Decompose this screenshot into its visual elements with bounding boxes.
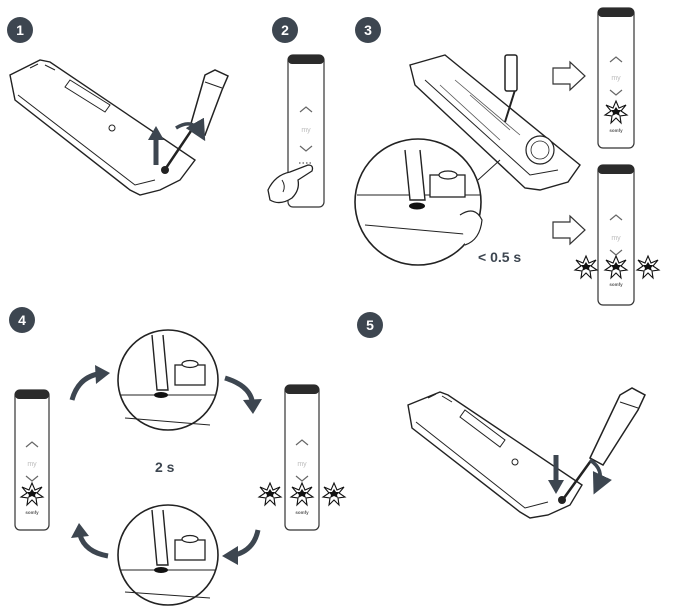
lift-arrow-icon [148,126,164,165]
flash-icon [636,255,660,279]
brand-logo: somfy [295,510,309,515]
zoom-detail-bottom [117,504,219,606]
screwdriver-icon [562,387,646,499]
zoom-detail-top [117,329,219,431]
flash-icon [258,482,282,506]
step-number: 4 [18,312,26,328]
my-button-label: my [611,235,621,242]
step-badge-3: 3 [355,17,381,43]
cycle-arrow-icon [71,523,109,559]
step-number: 3 [364,22,372,38]
curved-arrow-icon [588,458,612,495]
duration-label: < 0.5 s [478,249,521,265]
my-button-label: my [27,461,37,468]
step-number: 2 [281,22,289,38]
my-button-label: my [297,461,307,468]
step-badge-2: 2 [272,17,298,43]
cycle-arrow-icon [69,365,110,401]
brand-logo: somfy [609,282,623,287]
step3-illustration: < 0.5 s my somfy my somfy [354,7,660,306]
cycle-arrow-icon [222,529,261,565]
step-badge-5: 5 [357,312,383,338]
remote-left: my somfy [14,389,50,531]
screwdriver-icon [164,69,229,169]
step2-illustration: my [267,54,325,208]
duration-label: 2 s [155,459,175,475]
step4-illustration: my somfy my somfy [14,329,346,606]
step-number: 5 [366,317,374,333]
brand-logo: somfy [609,128,623,133]
hollow-arrow-icon [552,214,586,246]
screwdriver-icon [504,54,518,123]
zoom-detail [354,138,483,266]
step5-illustration [407,387,646,519]
my-button-label: my [611,75,621,82]
remote-result-bottom: my somfy [597,164,635,306]
hollow-arrow-icon [552,60,586,92]
press-arrow-icon [548,455,564,494]
finger-press-icon [267,164,314,204]
remote-right: my somfy [284,384,320,531]
flash-icon [322,482,346,506]
flash-icon [574,255,598,279]
step-number: 1 [16,22,24,38]
step-badge-4: 4 [9,307,35,333]
my-button-label: my [301,127,311,134]
remote-result-top: my somfy [597,7,635,149]
brand-logo: somfy [25,510,39,515]
cycle-arrow-icon [224,375,262,414]
step-badge-1: 1 [7,17,33,43]
curved-arrow-icon [175,117,206,142]
step1-illustration [9,59,229,196]
